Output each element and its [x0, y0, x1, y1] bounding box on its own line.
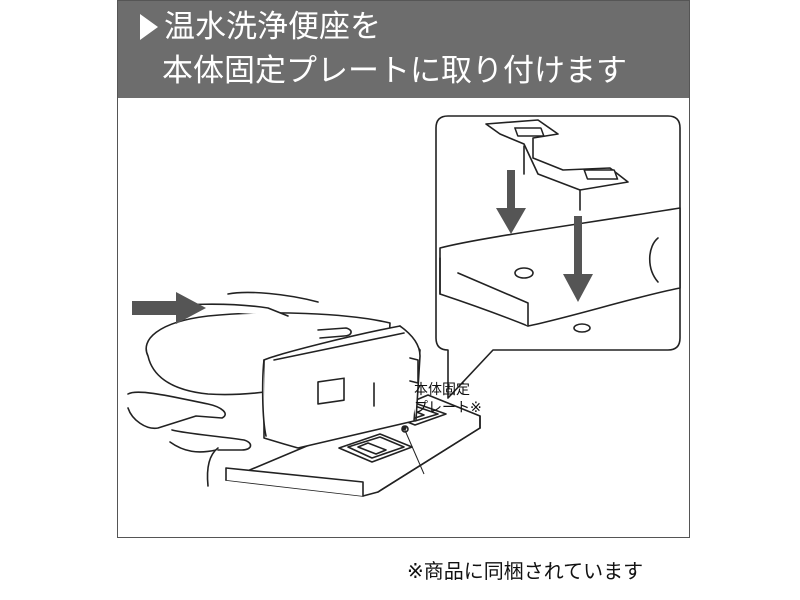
toilet-seat-unit: [145, 312, 421, 449]
instruction-header: 温水洗浄便座を 本体固定プレートに取り付けます: [118, 1, 689, 98]
right-triangle-icon: [140, 14, 158, 40]
plate-callout-label: 本体固定 プレート※: [414, 381, 482, 417]
instruction-panel: 温水洗浄便座を 本体固定プレートに取り付けます: [117, 0, 690, 538]
push-arrow: [132, 292, 206, 324]
plate-label-line-2: プレート※: [414, 400, 482, 416]
plate-label-line-1: 本体固定: [414, 382, 470, 398]
title-line-1: 温水洗浄便座を: [164, 9, 381, 45]
down-arrow-icon: [563, 216, 593, 302]
right-arrow-icon: [132, 292, 206, 324]
zoomed-plate: [439, 119, 681, 333]
title-line-2: 本体固定プレートに取り付けます: [162, 53, 627, 89]
footnote: ※商品に同梱されています: [407, 559, 644, 583]
installation-illustration: [127, 115, 681, 497]
leader-line: [403, 427, 425, 475]
down-arrows: [496, 170, 593, 302]
down-arrow-icon: [496, 170, 526, 234]
